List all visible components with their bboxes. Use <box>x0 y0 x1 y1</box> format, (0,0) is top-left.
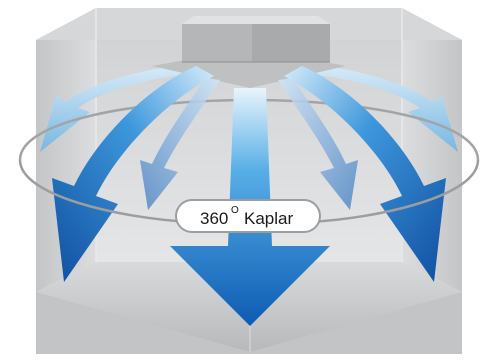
airflow-arrow-front-right <box>284 66 446 282</box>
label-pill: 360 O Kaplar <box>175 199 321 233</box>
label-number: 360 <box>200 209 228 228</box>
air-conditioner-unit-icon <box>152 16 346 88</box>
room-floor-front <box>36 292 462 354</box>
airflow-arrow-front-left <box>52 66 214 282</box>
airflow-arrow-mid-left <box>140 78 220 210</box>
airflow-arrow-mid-right <box>278 78 358 210</box>
label-superscript: O <box>231 205 239 216</box>
rotation-ring-front <box>18 159 480 224</box>
airflow-arrows-mid <box>140 78 358 210</box>
label-word: Kaplar <box>244 209 293 228</box>
